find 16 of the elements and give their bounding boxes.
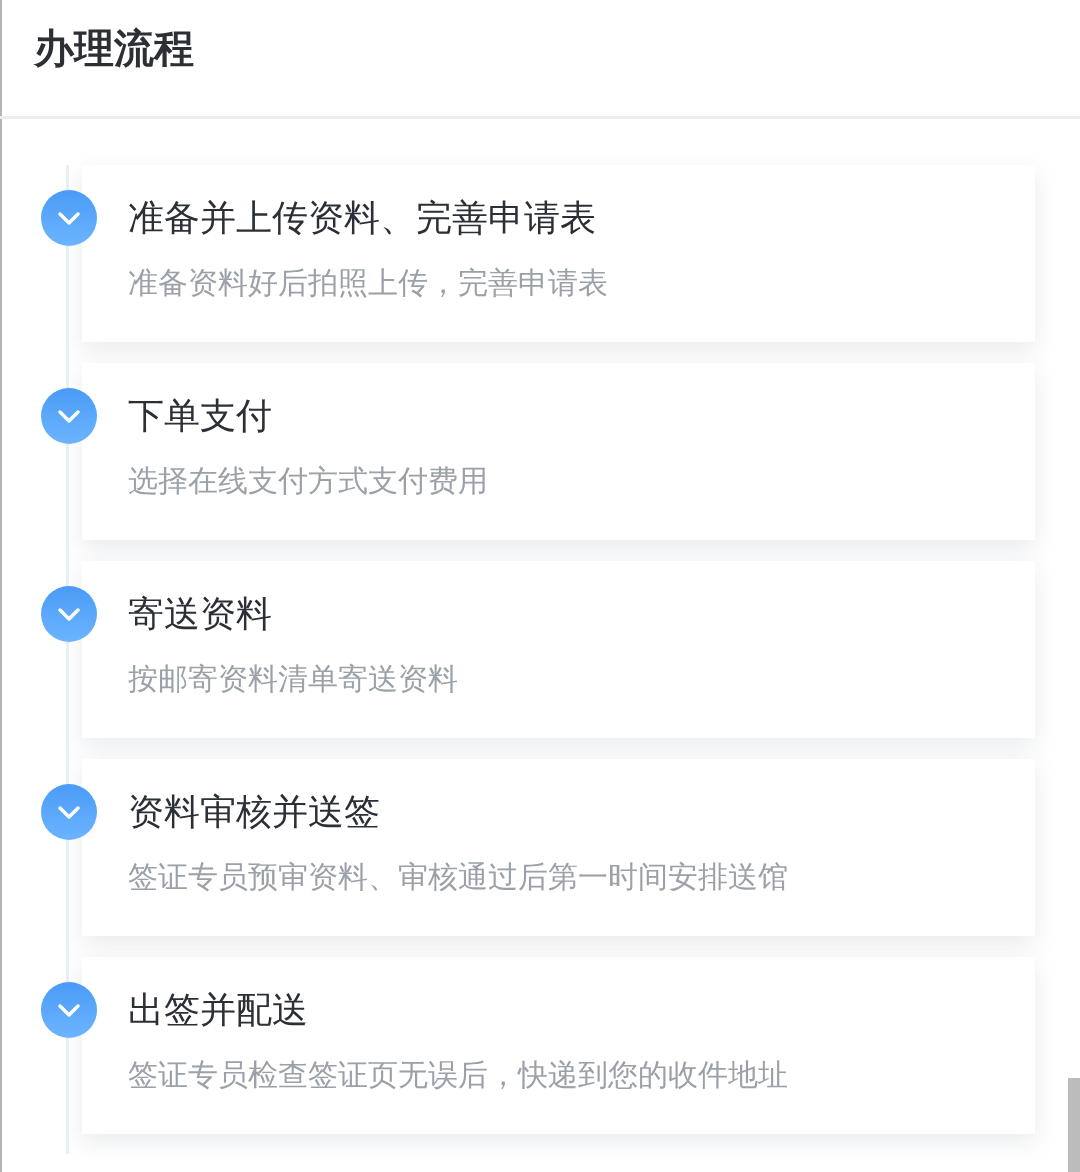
- page-title: 办理流程: [34, 24, 194, 73]
- step-description: 签证专员预审资料、审核通过后第一时间安排送馆: [128, 858, 788, 896]
- step-description: 选择在线支付方式支付费用: [128, 462, 488, 500]
- step-card: [82, 957, 1035, 1134]
- step-card: [82, 561, 1035, 738]
- step-description: 准备资料好后拍照上传，完善申请表: [128, 264, 608, 302]
- step-description: 按邮寄资料清单寄送资料: [128, 660, 458, 698]
- step-description: 签证专员检查签证页无误后，快递到您的收件地址: [128, 1056, 788, 1094]
- step-title: 寄送资料: [128, 592, 272, 636]
- step-card: [82, 165, 1035, 342]
- step-title: 资料审核并送签: [128, 790, 380, 834]
- step-title: 准备并上传资料、完善申请表: [128, 196, 596, 240]
- step-card: [82, 363, 1035, 540]
- step-title: 出签并配送: [128, 988, 308, 1032]
- step-title: 下单支付: [128, 394, 272, 438]
- step-card: [82, 759, 1035, 936]
